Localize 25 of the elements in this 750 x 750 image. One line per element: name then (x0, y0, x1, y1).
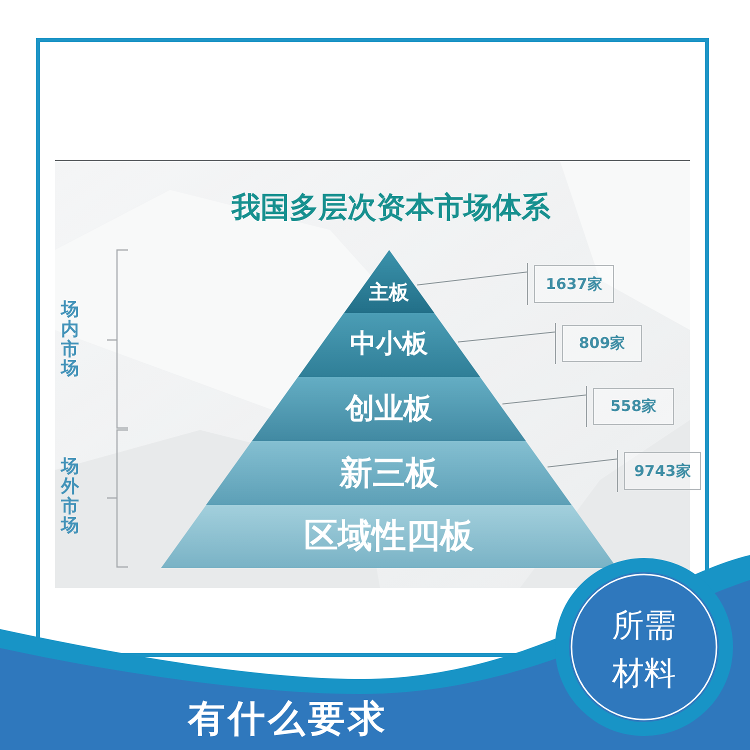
callout (527, 263, 613, 305)
leader-line (547, 458, 618, 468)
market-label: 场内市场 (61, 300, 79, 380)
tier-label: 中小板 (350, 331, 428, 357)
tier-label: 创业板 (345, 394, 432, 422)
leader-line (416, 272, 528, 286)
badge-text: 所需材料 (611, 605, 677, 694)
tier-label: 主板 (368, 282, 409, 302)
count-label: 1637家 (534, 265, 614, 303)
market-label: 场外市场 (61, 457, 79, 536)
tier-label: 区域性四板 (304, 519, 474, 553)
banner-text: 有什么要求 (188, 700, 388, 737)
diagram-title: 我国多层次资本市场体系 (232, 193, 550, 222)
count-label: 9743家 (624, 452, 701, 490)
pyramid-tier (252, 377, 526, 441)
leader-line (502, 394, 586, 404)
callout (555, 323, 641, 364)
leader-line (457, 332, 556, 342)
wave-banner (0, 555, 750, 750)
tier-label: 新三板 (339, 456, 438, 488)
callout (617, 450, 700, 492)
callout (586, 386, 673, 427)
pyramid-tier (206, 441, 572, 505)
count-label: 558家 (593, 388, 674, 425)
count-label: 809家 (562, 325, 642, 362)
